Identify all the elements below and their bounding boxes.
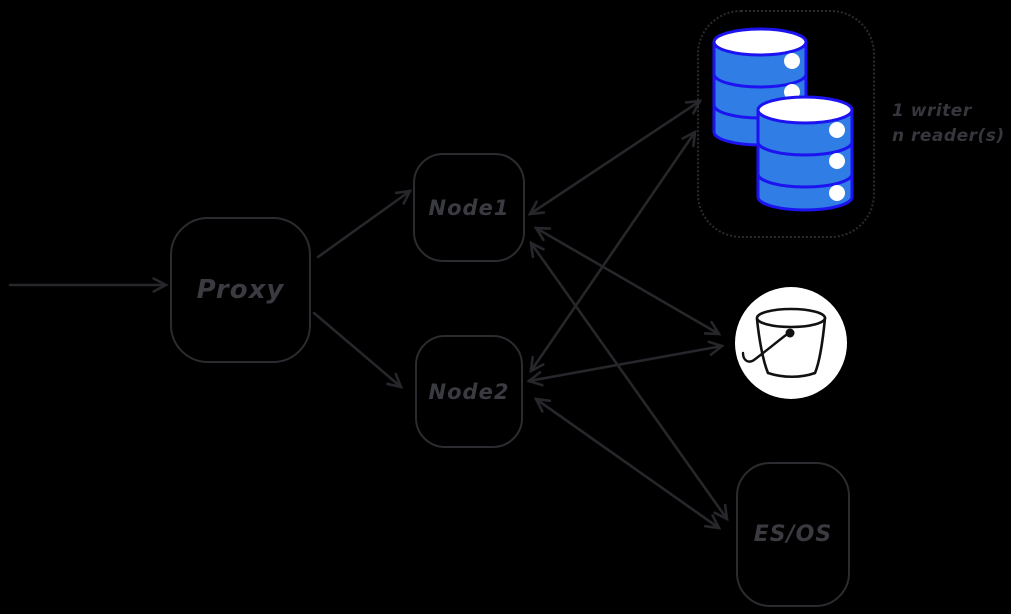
arrow-proxy-to-node1 [316, 191, 410, 259]
es-os-node: ES/OS [736, 462, 850, 607]
node1-label: Node1 [428, 195, 510, 220]
arrow-node2-db [531, 132, 695, 371]
es-os-label: ES/OS [753, 522, 833, 547]
proxy-label: Proxy [196, 275, 285, 305]
node2-label: Node2 [428, 379, 510, 404]
arrow-node1-bucket [536, 228, 719, 334]
database-cylinder-front [756, 95, 854, 212]
node1-node: Node1 [413, 153, 525, 262]
arrow-node1-db [530, 101, 700, 214]
db-note-line1: 1 writer [892, 101, 972, 121]
db-cluster-note: 1 writer n reader(s) [892, 99, 1005, 149]
node2-node: Node2 [415, 335, 523, 448]
bucket-node [735, 287, 847, 399]
arrow-proxy-to-node2 [312, 311, 401, 387]
arrow-node1-es [531, 243, 727, 519]
arrow-node2-es [536, 399, 719, 528]
proxy-node: Proxy [170, 217, 311, 363]
db-note-line2: n reader(s) [892, 126, 1005, 146]
bucket-icon [741, 307, 827, 379]
database-icon [712, 27, 854, 212]
db-cluster-container [697, 10, 875, 238]
